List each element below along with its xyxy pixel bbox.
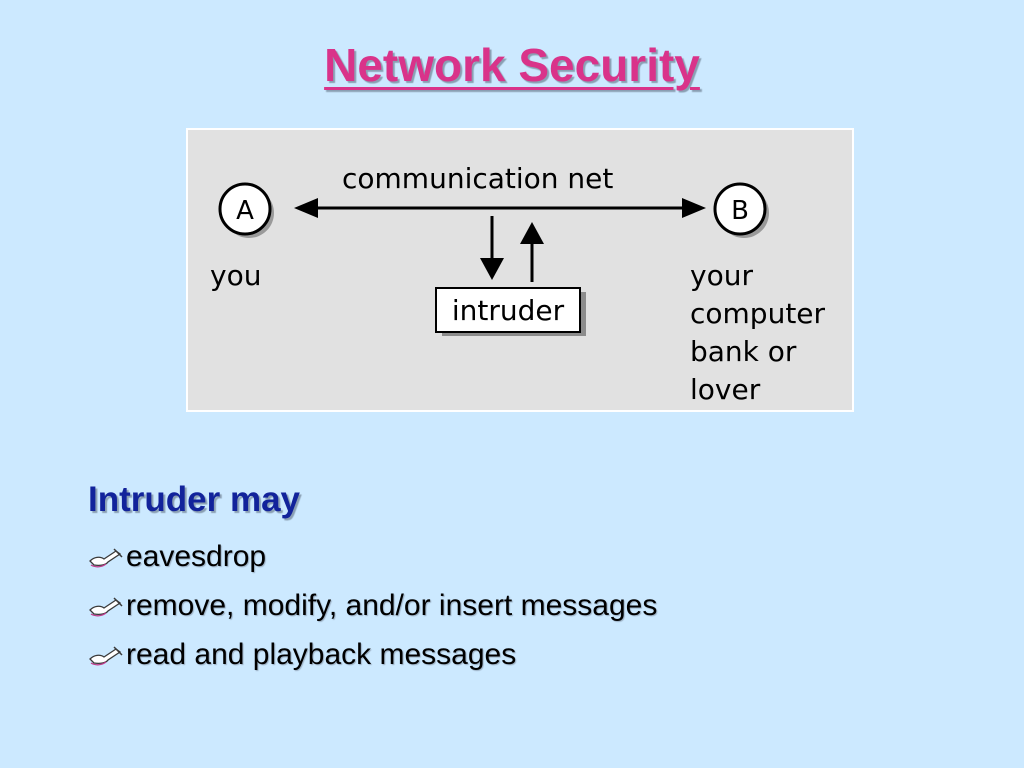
arrow-down-to-intruder [480,216,504,280]
label-right-line-1: your [690,259,753,292]
intruder-box: intruder [435,287,586,336]
network-diagram: communication net A B you your computer … [186,128,854,412]
node-a: A [218,182,274,238]
network-label: communication net [342,162,613,195]
intruder-label: intruder [452,294,565,327]
label-you: you [210,259,261,292]
label-right-line-4: lover [690,373,761,406]
list-item: read and playback messages [88,630,657,679]
hand-writing-icon [89,547,123,567]
network-diagram-canvas: communication net A B you your computer … [210,162,826,406]
label-right-line-3: bank or [690,335,797,368]
node-b-letter: B [731,196,749,226]
bullet-text: eavesdrop [126,539,267,573]
node-b: B [713,182,769,238]
label-right-line-2: computer [690,297,826,330]
section-heading: Intruder may [88,480,300,519]
slide-title: Network Security [324,39,700,91]
hand-writing-icon [89,596,123,616]
hand-writing-icon [89,645,123,665]
bullet-list: eavesdrop remove, modify, and/or insert … [88,532,657,679]
arrow-up-from-intruder [520,222,544,282]
bullet-text: remove, modify, and/or insert messages [126,588,658,622]
bullet-text: read and playback messages [126,637,517,671]
list-item: remove, modify, and/or insert messages [88,581,657,630]
node-a-letter: A [236,196,254,226]
list-item: eavesdrop [88,532,657,581]
arrow-to-a [294,198,318,218]
arrow-to-b [682,198,706,218]
